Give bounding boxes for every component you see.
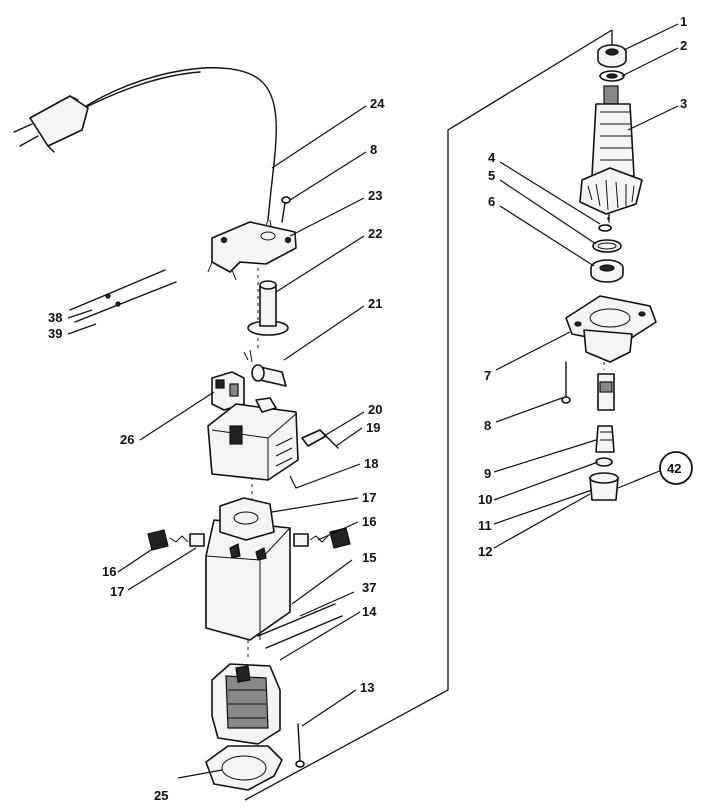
label-3: 3 [680,96,687,111]
spindle [597,373,615,411]
carbon-brush-right [293,527,351,549]
label-19: 19 [366,420,380,435]
label-16-left: 16 [102,564,116,579]
long-screw [295,723,305,768]
label-4: 4 [488,150,496,165]
switch [211,371,245,411]
label-42: 42 [667,461,681,476]
label-26: 26 [120,432,134,447]
connection-wires [69,269,177,323]
terminal-clip [301,429,339,449]
label-39: 39 [48,326,62,341]
collet-nut [589,472,619,501]
label-20: 20 [368,402,382,417]
label-5: 5 [488,168,495,183]
label-2: 2 [680,38,687,53]
label-22: 22 [368,226,382,241]
collet [595,425,615,453]
power-cord [13,67,277,233]
label-1: 1 [680,14,687,29]
lower-bearing [590,259,624,283]
label-17-left: 17 [110,584,124,599]
brush-holder-housing [207,397,299,481]
top-bearing [597,44,627,68]
label-18: 18 [364,456,378,471]
screw-right [561,361,571,404]
washer [599,70,625,82]
label-23: 23 [368,188,382,203]
label-7: 7 [484,368,491,383]
label-9: 9 [484,466,491,481]
assembly-guide-line [244,29,613,801]
label-14: 14 [362,604,377,619]
label-17-right: 17 [362,490,376,505]
callout-circle [659,451,693,485]
label-8-right: 8 [484,418,491,433]
bearing-plate [565,295,657,363]
cord-protector-sleeve [247,280,289,336]
screw-top [281,196,291,223]
collet-ring [595,457,613,467]
label-38: 38 [48,310,62,325]
label-11: 11 [478,518,492,533]
label-24: 24 [370,96,385,111]
stator-housing [205,497,291,641]
small-washer [598,224,612,232]
label-13: 13 [360,680,374,695]
label-8-top: 8 [370,142,377,157]
label-37: 37 [362,580,376,595]
cord-clamp-housing [207,221,297,281]
field-coil [211,663,281,745]
label-12: 12 [478,544,492,559]
label-21: 21 [368,296,382,311]
label-25: 25 [154,788,168,803]
label-10: 10 [478,492,492,507]
retaining-ring [205,745,283,791]
capacitor [243,349,287,387]
carbon-brush-left [147,529,205,551]
insulation-strips [257,603,343,649]
leader-lines [67,23,679,779]
snap-ring [592,239,622,253]
label-15: 15 [362,550,376,565]
label-6: 6 [488,194,495,209]
label-16-right: 16 [362,514,376,529]
armature [579,85,643,223]
